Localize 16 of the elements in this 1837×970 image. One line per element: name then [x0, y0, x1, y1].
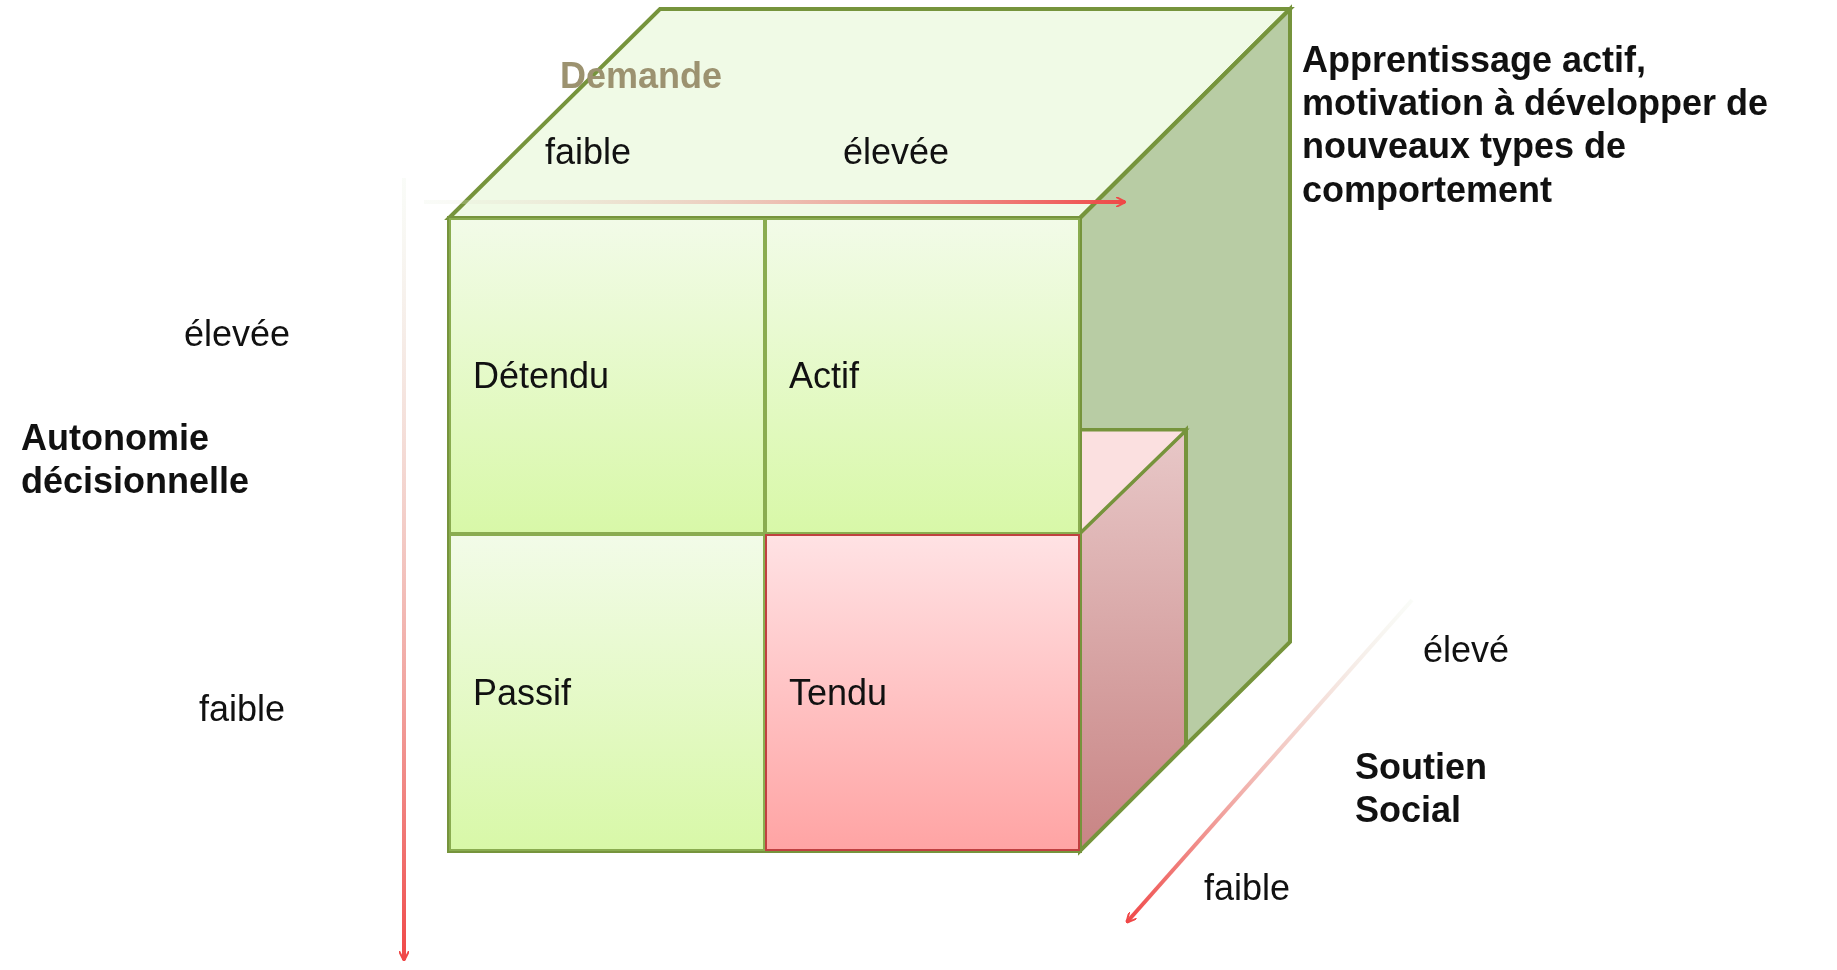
quadrant-box: [449, 218, 765, 534]
axis-value: faible: [1204, 866, 1291, 910]
axis-value: élevée: [843, 130, 950, 174]
axis-value: faible: [545, 130, 632, 174]
annotation-text: Apprentissage actif, motivation à développer de nouveaux types de comportement: [1302, 38, 1770, 211]
axis-value: élevée: [184, 312, 291, 356]
axis-title: Soutien Social: [1355, 745, 1488, 832]
axis-value: élevé: [1423, 628, 1510, 672]
quadrant-box: [449, 534, 765, 851]
quadrant-label: Tendu: [789, 671, 888, 714]
quadrant-box: [765, 218, 1080, 534]
quadrant-label: Détendu: [473, 355, 610, 397]
axis-value: faible: [199, 687, 286, 731]
quadrant-label: Passif: [473, 671, 572, 714]
quadrant-label: Actif: [789, 355, 859, 397]
axis-title: Autonomie décisionnelle: [21, 416, 251, 503]
